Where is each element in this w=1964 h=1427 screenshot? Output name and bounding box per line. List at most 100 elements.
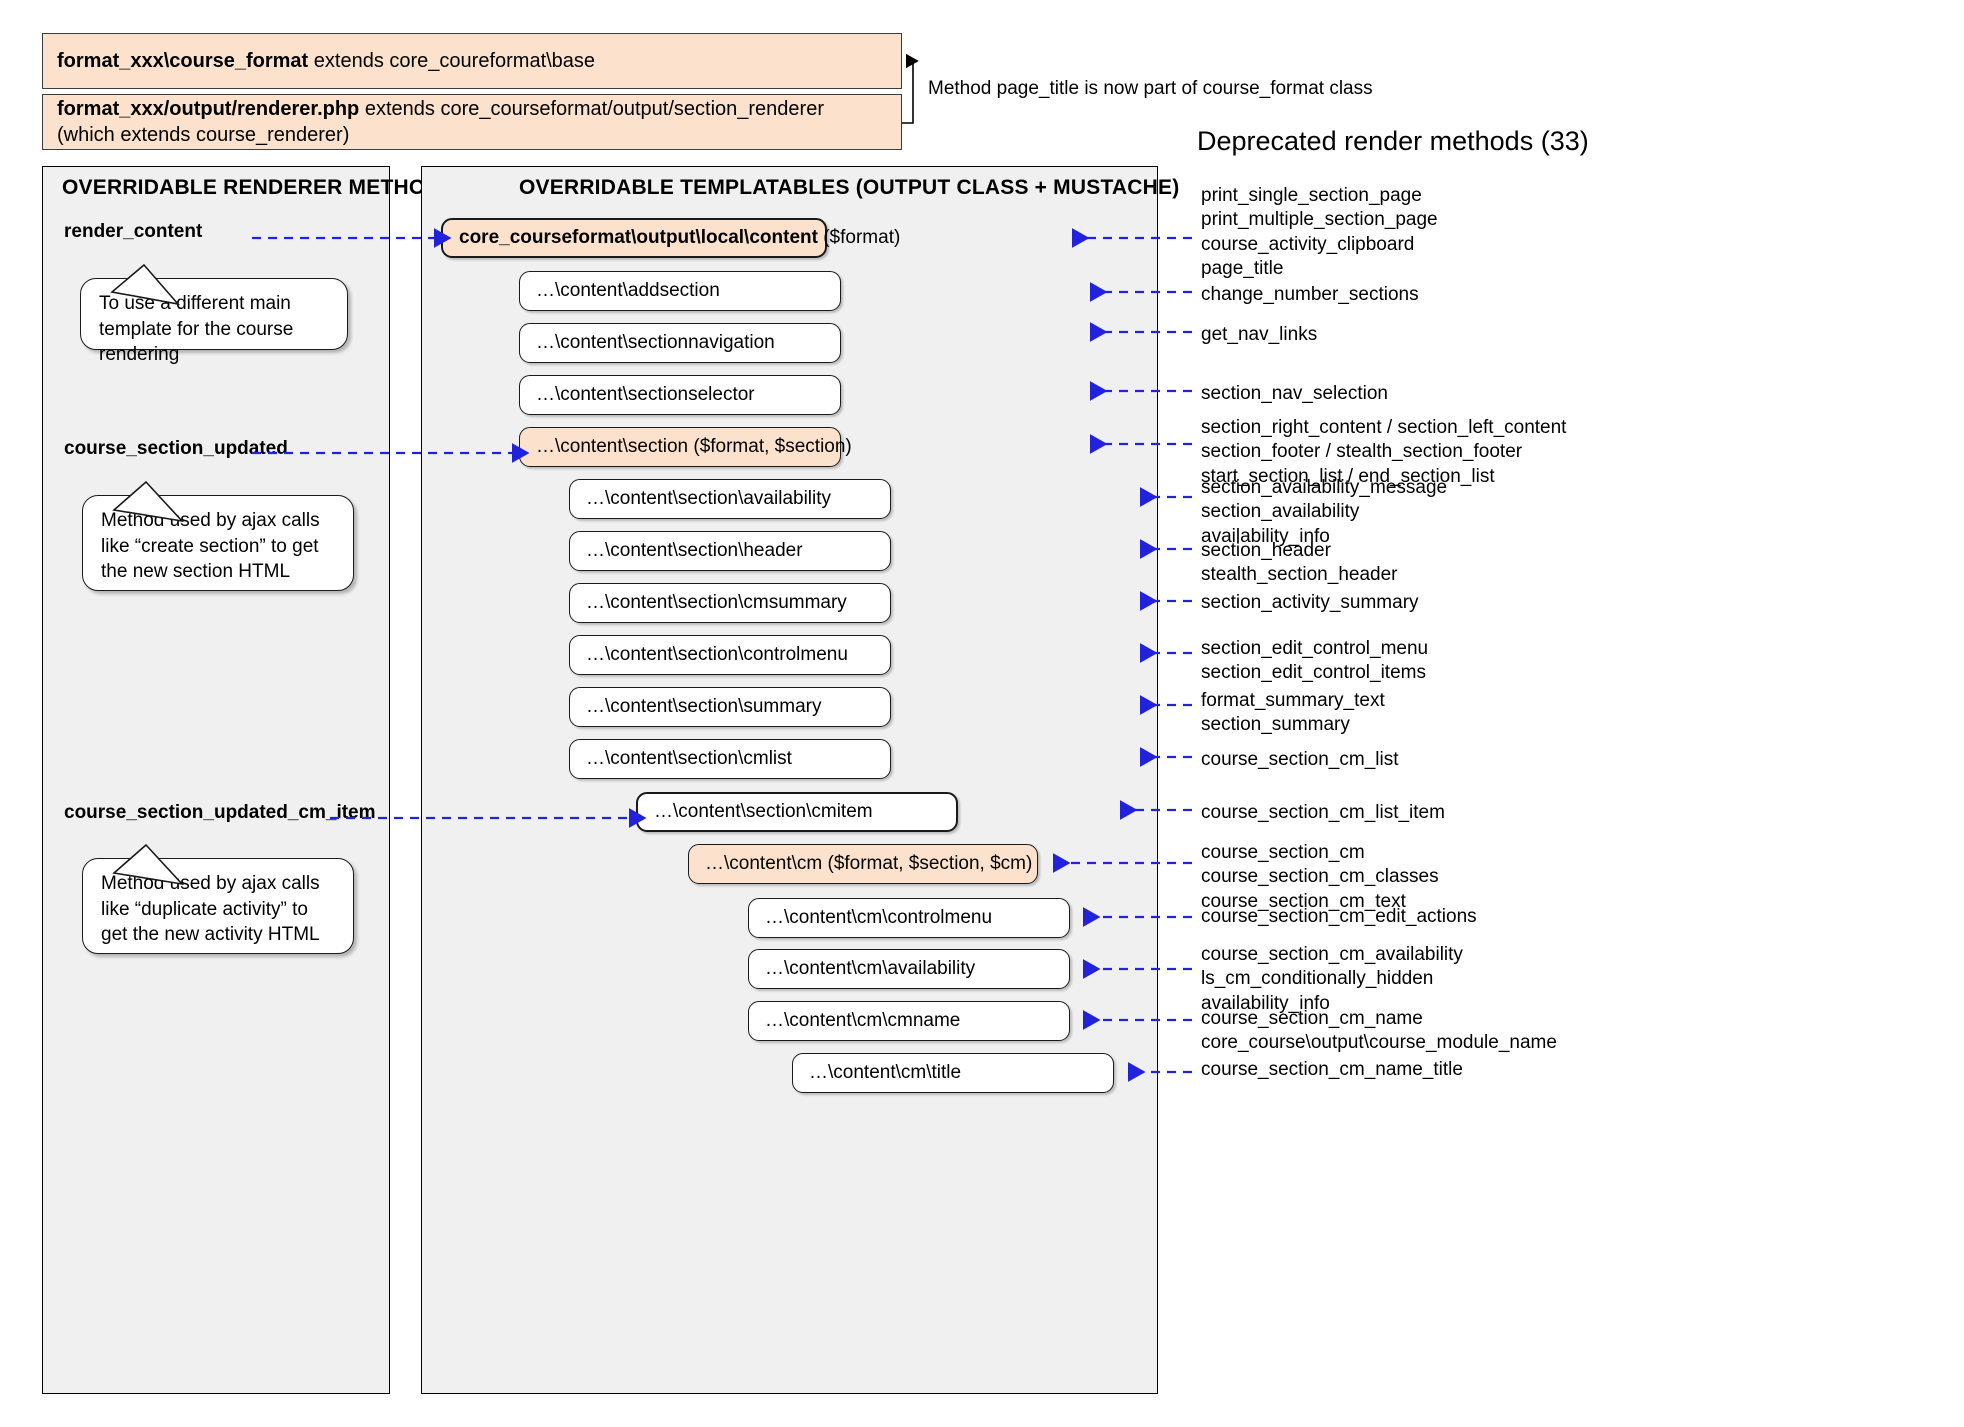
templatable-section-summary[interactable]: …\content\section\summary bbox=[569, 687, 891, 727]
templatable-addsection-label: …\content\addsection bbox=[536, 280, 720, 301]
deprecated-line: section_availability_message bbox=[1201, 477, 1448, 498]
deprecated-line: course_activity_clipboard bbox=[1201, 233, 1415, 255]
templatable-cm[interactable]: …\content\cm ($format, $section, $cm) bbox=[688, 844, 1038, 884]
header-inheritance-connector bbox=[902, 53, 919, 124]
templatable-section-controlmenu-label: …\content\section\controlmenu bbox=[586, 644, 848, 665]
templatable-cm-controlmenu-label: …\content\cm\controlmenu bbox=[765, 907, 993, 928]
templatable-sectionnavigation-label: …\content\sectionnavigation bbox=[536, 332, 775, 353]
deprecated-line: course_section_cm_text bbox=[1201, 890, 1406, 912]
templatable-cm-cmname-label: …\content\cm\cmname bbox=[765, 1010, 961, 1031]
deprecated-line: section_right_content / section_left_con… bbox=[1201, 417, 1567, 438]
deprecated-line: section_edit_control_menu bbox=[1201, 638, 1429, 659]
deprecated-group-section: section_right_content / section_left_con… bbox=[1201, 416, 1566, 489]
deprecated-group-section-cmitem: course_section_cm_list_item bbox=[1201, 801, 1445, 825]
deprecated-line: section_activity_summary bbox=[1201, 592, 1419, 613]
deprecated-group-sectionselector: section_nav_selection bbox=[1201, 382, 1388, 406]
panel-right-title: OVERRIDABLE TEMPLATABLES (OUTPUT CLASS +… bbox=[519, 176, 1180, 199]
deprecated-methods-title: Deprecated render methods (33) bbox=[1197, 126, 1589, 156]
templatable-sectionselector-label: …\content\sectionselector bbox=[536, 384, 755, 405]
page-title-note: Method page_title is now part of course_… bbox=[928, 78, 1373, 99]
deprecated-line: format_summary_text bbox=[1201, 690, 1385, 711]
templatable-content-bold: core_courseformat\output\local\content bbox=[459, 227, 818, 248]
templatable-sectionnavigation[interactable]: …\content\sectionnavigation bbox=[519, 323, 841, 363]
deprecated-line: start_section_list / end_section_list bbox=[1201, 465, 1495, 487]
deprecated-group-cm-controlmenu: course_section_cm_edit_actions bbox=[1201, 905, 1477, 929]
deprecated-line: print_single_section_page bbox=[1201, 185, 1422, 206]
method-label-render-content: render_content bbox=[64, 221, 203, 242]
templatable-section-cmlist[interactable]: …\content\section\cmlist bbox=[569, 739, 891, 779]
templatable-section-summary-label: …\content\section\summary bbox=[586, 696, 822, 717]
templatable-section[interactable]: …\content\section ($format, $section) bbox=[519, 427, 852, 467]
deprecated-line: page_title bbox=[1201, 257, 1284, 279]
deprecated-line: availability_info bbox=[1201, 525, 1330, 547]
templatable-cm-label: …\content\cm ($format, $section, $cm) bbox=[705, 853, 1033, 874]
deprecated-line: ls_cm_conditionally_hidden bbox=[1201, 968, 1434, 990]
templatable-addsection[interactable]: …\content\addsection bbox=[519, 271, 841, 311]
deprecated-line: section_nav_selection bbox=[1201, 383, 1388, 404]
panel-overridable-templatables bbox=[421, 166, 1158, 1394]
templatable-cm-availability-label: …\content\cm\availability bbox=[765, 958, 976, 979]
deprecated-line: course_section_cm_edit_actions bbox=[1201, 906, 1477, 927]
deprecated-group-cm-title: course_section_cm_name_title bbox=[1201, 1058, 1463, 1082]
deprecated-group-cm-cmname: course_section_cm_name core_course\outpu… bbox=[1201, 1007, 1557, 1056]
templatable-section-cmlist-label: …\content\section\cmlist bbox=[586, 748, 792, 769]
callout-render-content: To use a different main template for the… bbox=[80, 278, 348, 365]
deprecated-group-cm: course_section_cm course_section_cm_clas… bbox=[1201, 841, 1439, 914]
method-label-course-section-updated-cm-item: course_section_updated_cm_item bbox=[64, 802, 376, 823]
header-box1-rest: extends core_coureformat\base bbox=[308, 50, 596, 72]
templatable-cm-controlmenu[interactable]: …\content\cm\controlmenu bbox=[748, 898, 1070, 938]
deprecated-group-section-summary: format_summary_text section_summary bbox=[1201, 689, 1385, 738]
callout-course-section-updated: Method used by ajax calls like “create s… bbox=[82, 495, 354, 591]
deprecated-line: stealth_section_header bbox=[1201, 564, 1398, 586]
templatable-content-rest: ($format) bbox=[817, 227, 901, 248]
templatable-section-cmitem[interactable]: …\content\section\cmitem bbox=[636, 792, 958, 832]
deprecated-group-section-cmlist: course_section_cm_list bbox=[1201, 748, 1398, 772]
deprecated-group-section-controlmenu: section_edit_control_menu section_edit_c… bbox=[1201, 637, 1428, 686]
deprecated-line: change_number_sections bbox=[1201, 284, 1419, 305]
templatable-section-header[interactable]: …\content\section\header bbox=[569, 531, 891, 571]
templatable-section-availability[interactable]: …\content\section\availability bbox=[569, 479, 891, 519]
deprecated-line: course_section_cm_classes bbox=[1201, 866, 1439, 888]
deprecated-line: availability_info bbox=[1201, 992, 1330, 1014]
deprecated-line: course_section_cm_name bbox=[1201, 1008, 1423, 1029]
templatable-sectionselector[interactable]: …\content\sectionselector bbox=[519, 375, 841, 415]
templatable-cm-availability[interactable]: …\content\cm\availability bbox=[748, 949, 1070, 989]
header-box2-rest: extends core_courseformat/output/section… bbox=[57, 98, 824, 146]
templatable-content[interactable]: core_courseformat\output\local\content (… bbox=[441, 218, 900, 258]
templatable-section-cmsummary[interactable]: …\content\section\cmsummary bbox=[569, 583, 891, 623]
panel-left-title: OVERRIDABLE RENDERER METHODS bbox=[62, 176, 455, 199]
deprecated-line: course_section_cm_list_item bbox=[1201, 802, 1445, 823]
templatable-cm-title-label: …\content\cm\title bbox=[809, 1062, 962, 1083]
deprecated-group-section-cmsummary: section_activity_summary bbox=[1201, 591, 1419, 615]
deprecated-line: course_section_cm_list bbox=[1201, 749, 1399, 770]
deprecated-group-section-availability: section_availability_message section_ava… bbox=[1201, 476, 1447, 549]
header-box-renderer: format_xxx/output/renderer.php extends c… bbox=[42, 94, 902, 150]
deprecated-group-addsection: change_number_sections bbox=[1201, 283, 1419, 307]
templatable-section-label: …\content\section ($format, $section) bbox=[536, 436, 852, 457]
header-box2-bold: format_xxx/output/renderer.php bbox=[57, 98, 360, 120]
deprecated-line: print_multiple_section_page bbox=[1201, 209, 1438, 231]
deprecated-line: core_course\output\course_module_name bbox=[1201, 1032, 1557, 1054]
header-box-course-format: format_xxx\course_format extends core_co… bbox=[42, 33, 902, 89]
deprecated-group-content: print_single_section_page print_multiple… bbox=[1201, 184, 1438, 281]
callout-course-section-updated-cm-item: Method used by ajax calls like “duplicat… bbox=[82, 858, 354, 954]
deprecated-line: section_header bbox=[1201, 540, 1331, 561]
deprecated-line: section_availability bbox=[1201, 501, 1360, 523]
deprecated-group-cm-availability: course_section_cm_availability ls_cm_con… bbox=[1201, 943, 1463, 1016]
header-box1-bold: format_xxx\course_format bbox=[57, 50, 309, 72]
panel-overridable-renderer-methods bbox=[42, 166, 390, 1394]
templatable-section-controlmenu[interactable]: …\content\section\controlmenu bbox=[569, 635, 891, 675]
templatable-section-availability-label: …\content\section\availability bbox=[586, 488, 832, 509]
deprecated-group-section-header: section_header stealth_section_header bbox=[1201, 539, 1397, 588]
templatable-cm-cmname[interactable]: …\content\cm\cmname bbox=[748, 1001, 1070, 1041]
deprecated-line: course_section_cm_name_title bbox=[1201, 1059, 1463, 1080]
deprecated-group-sectionnavigation: get_nav_links bbox=[1201, 323, 1317, 347]
deprecated-line: section_summary bbox=[1201, 714, 1350, 736]
templatable-section-cmitem-label: …\content\section\cmitem bbox=[654, 801, 873, 822]
deprecated-line: section_edit_control_items bbox=[1201, 662, 1426, 684]
templatable-section-header-label: …\content\section\header bbox=[586, 540, 803, 561]
deprecated-line: section_footer / stealth_section_footer bbox=[1201, 441, 1523, 463]
deprecated-line: course_section_cm_availability bbox=[1201, 944, 1463, 965]
templatable-cm-title[interactable]: …\content\cm\title bbox=[792, 1053, 1114, 1093]
